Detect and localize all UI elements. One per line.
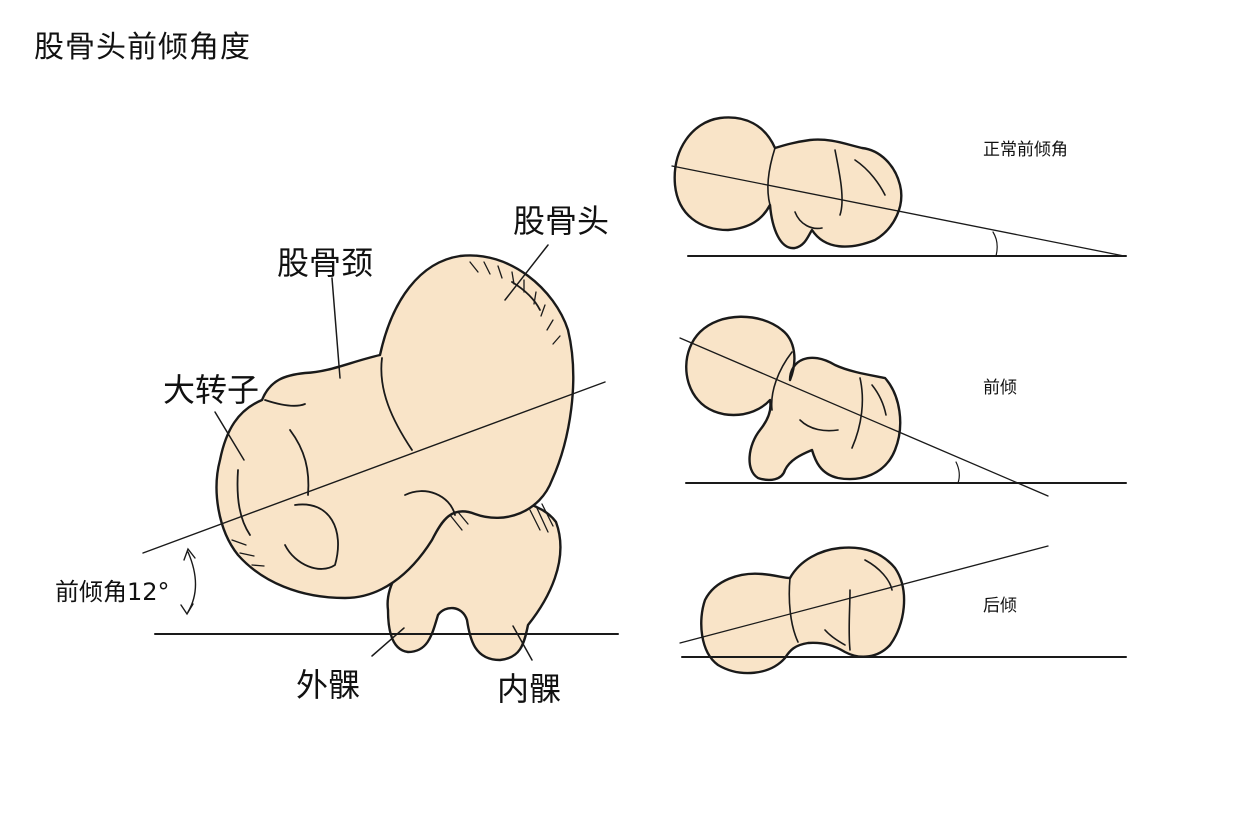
- leader-lateral-condyle: [371, 627, 405, 657]
- main-head-neck-trochanter: [215, 254, 575, 600]
- retroversion-neck-axis-line: [679, 545, 1049, 644]
- main-condyles: [386, 497, 562, 662]
- label-normal-anteversion: 正常前倾角: [983, 140, 1068, 160]
- main-neck-axis-line: [142, 381, 606, 554]
- variant-normal-femur: [673, 116, 903, 250]
- main-femur: [215, 254, 575, 662]
- variant-anteversion-femur: [685, 315, 902, 482]
- leader-trochanter: [214, 411, 245, 461]
- page-title: 股骨头前倾角度: [34, 30, 251, 65]
- main-angle-arc-arrow: [187, 551, 197, 613]
- label-femoral-neck: 股骨颈: [277, 244, 374, 282]
- label-greater-trochanter: 大转子: [163, 371, 260, 409]
- normal-angle-arc: [992, 231, 998, 257]
- label-medial-condyle: 内髁: [497, 670, 562, 708]
- leader-head: [504, 244, 549, 301]
- anteversion-neck-axis-line: [679, 337, 1049, 497]
- label-anteversion-angle: 前倾角12°: [55, 578, 170, 606]
- leader-neck: [331, 277, 341, 379]
- label-lateral-condyle: 外髁: [296, 666, 361, 704]
- anteversion-angle-arc: [955, 461, 960, 484]
- normal-neck-axis-line: [671, 165, 1125, 257]
- label-anteversion: 前倾: [983, 378, 1017, 398]
- label-retroversion: 后倾: [983, 596, 1017, 616]
- label-femoral-head: 股骨头: [513, 202, 610, 240]
- leader-medial-condyle: [512, 625, 533, 661]
